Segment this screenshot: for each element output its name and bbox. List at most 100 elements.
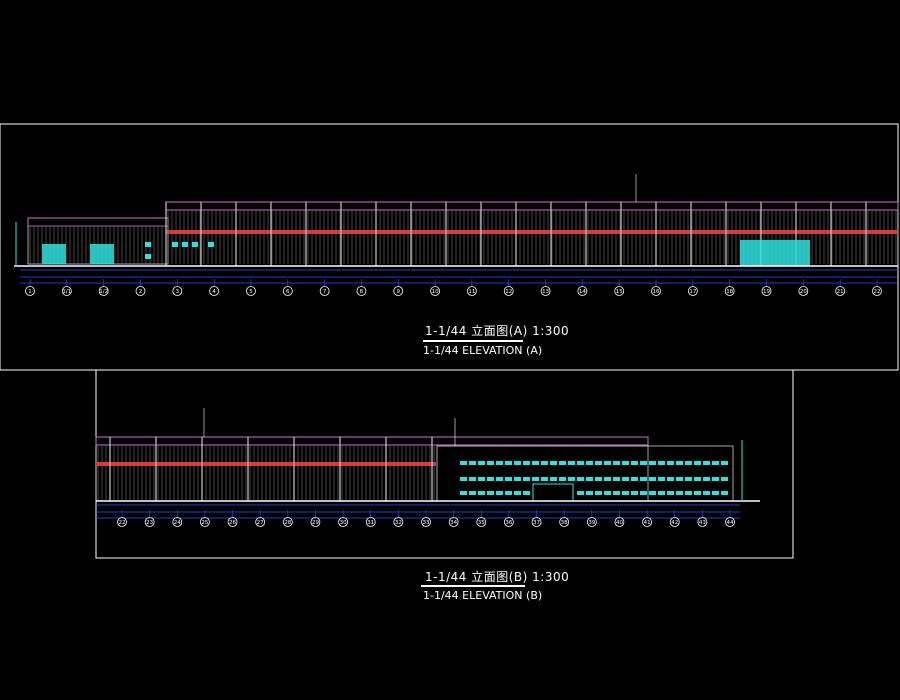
elevation-b-axis-label: 30 — [340, 520, 347, 526]
elevation-a-axis-label: 4 — [212, 289, 216, 295]
elevation-b-window — [550, 461, 557, 465]
elevation-a-title-cn: 1-1/44 立面图(A) 1:300 — [425, 324, 570, 338]
elevation-b-window — [550, 477, 557, 481]
elevation-a-axis-label: 18 — [726, 289, 733, 295]
elevation-b-window — [478, 477, 485, 481]
elevation-a-axis-bubble — [614, 286, 625, 296]
elevation-b-axis-label: 28 — [284, 520, 291, 526]
elevation-a-axis-label: 11 — [468, 289, 475, 295]
elevation-a-axis-label: 22 — [874, 289, 881, 295]
elevation-b-window — [712, 461, 719, 465]
elevation-b-window — [640, 477, 647, 481]
elevation-b-window — [523, 477, 530, 481]
elevation-b-axis-bubble — [476, 517, 487, 527]
elevation-b-columns — [109, 437, 433, 501]
elevation-b-axis-bubble — [338, 517, 348, 527]
elevation-b-window — [460, 477, 467, 481]
elevation-a-axis-bubble — [98, 286, 109, 296]
elevation-b-window — [595, 461, 602, 465]
elevation-b-window — [496, 491, 503, 495]
elevation-b-axis-bubble — [117, 517, 127, 527]
elevation-a-window — [145, 242, 151, 247]
elevation-b-axis-label: 26 — [229, 520, 236, 526]
elevation-a-axis-bubble — [430, 286, 440, 296]
elevation-b-window — [694, 477, 701, 481]
elevation-b-axis-bubble — [282, 517, 293, 527]
elevation-b-window — [640, 461, 647, 465]
elevation-a-axis-label: 1/2 — [99, 289, 108, 295]
elevation-b-axis-bubble — [448, 517, 459, 527]
elevation-b-title-en: 1-1/44 ELEVATION (B) — [423, 589, 543, 602]
elevation-a-axis-label: 7 — [323, 289, 327, 295]
elevation-a-axis-bubble — [282, 286, 293, 296]
elevation-a-axis-bubble — [540, 286, 551, 296]
elevation-a-axis-label: 21 — [837, 289, 844, 295]
elevation-b-parapet — [95, 436, 649, 446]
elevation-a-axis-bubble — [835, 286, 846, 296]
elevation-b-window — [658, 491, 665, 495]
elevation-a-axis-bubble — [798, 286, 809, 296]
elevation-a-door-1 — [42, 244, 66, 264]
elevation-b-window — [496, 477, 503, 481]
elevation-a-axis-bubble — [61, 286, 72, 296]
elevation-a-axis-bubble — [467, 286, 477, 296]
elevation-b-window — [658, 477, 665, 481]
elevation-a-axis-label: 8 — [360, 289, 364, 295]
elevation-b-window — [469, 477, 476, 481]
elevation-b-axis-bubble — [255, 517, 266, 527]
elevation-a-axis-label: 6 — [286, 289, 290, 295]
elevation-b-window — [523, 491, 530, 495]
elevation-a-axis-label: 19 — [763, 289, 770, 295]
elevation-a-axis-label: 3 — [176, 289, 180, 295]
elevation-a-axis-label: 14 — [579, 289, 586, 295]
elevation-a-axis-label: 5 — [249, 289, 253, 295]
elevation-b-window — [613, 491, 620, 495]
elevation-a-axis-label: 16 — [653, 289, 660, 295]
elevation-a-axis-label: 12 — [505, 289, 512, 295]
elevation-b-axis-bubble — [586, 517, 597, 527]
elevation-a-axis-bubble — [651, 286, 661, 296]
elevation-b-window — [676, 461, 683, 465]
elevation-b-axis-label: 38 — [561, 520, 568, 526]
elevation-b-window — [613, 477, 620, 481]
elevation-b-window — [685, 477, 692, 481]
elevation-b-axis-label: 23 — [146, 520, 153, 526]
elevation-b-axis-bubble — [725, 517, 735, 527]
elevation-b-window — [487, 477, 494, 481]
elevation-b-main-block — [95, 436, 649, 502]
elevation-b-window — [577, 477, 584, 481]
elevation-b-window — [523, 461, 530, 465]
elevation-a-door-2 — [90, 244, 114, 264]
elevation-a-axis-bubble — [319, 286, 330, 296]
elevation-b-window — [577, 461, 584, 465]
elevation-b-window — [514, 461, 521, 465]
elevation-b-window — [541, 461, 548, 465]
elevation-a-axis-label: 15 — [616, 289, 623, 295]
elevation-b-window — [559, 461, 566, 465]
elevation-b-axis-bubble — [227, 517, 238, 527]
elevation-a-axis-label: 20 — [800, 289, 807, 295]
elevation-a-axis-bubble — [393, 286, 404, 296]
elevation-b-window — [694, 461, 701, 465]
elevation-a-axis-bubble — [724, 286, 735, 296]
elevation-b-window — [487, 461, 494, 465]
elevation-b-axis-bubble — [614, 517, 625, 527]
elevation-b-axis-bubble — [144, 517, 155, 527]
elevation-b-wall-stripes — [97, 446, 435, 500]
elevation-a-axis-label: 9 — [397, 289, 401, 295]
elevation-b-window — [532, 461, 539, 465]
elevation-b-axis-label: 35 — [478, 520, 485, 526]
elevation-b-window — [685, 491, 692, 495]
elevation-b-window — [604, 491, 611, 495]
elevation-b-axis-label: 40 — [616, 520, 623, 526]
elevation-b-axis-bubble — [172, 517, 183, 527]
elevation-b-window — [667, 461, 674, 465]
elevation-a-title-underline — [423, 340, 523, 342]
elevation-b-window — [622, 491, 629, 495]
elevation-b-axis-label: 22 — [119, 520, 126, 526]
elevation-b-window — [604, 477, 611, 481]
